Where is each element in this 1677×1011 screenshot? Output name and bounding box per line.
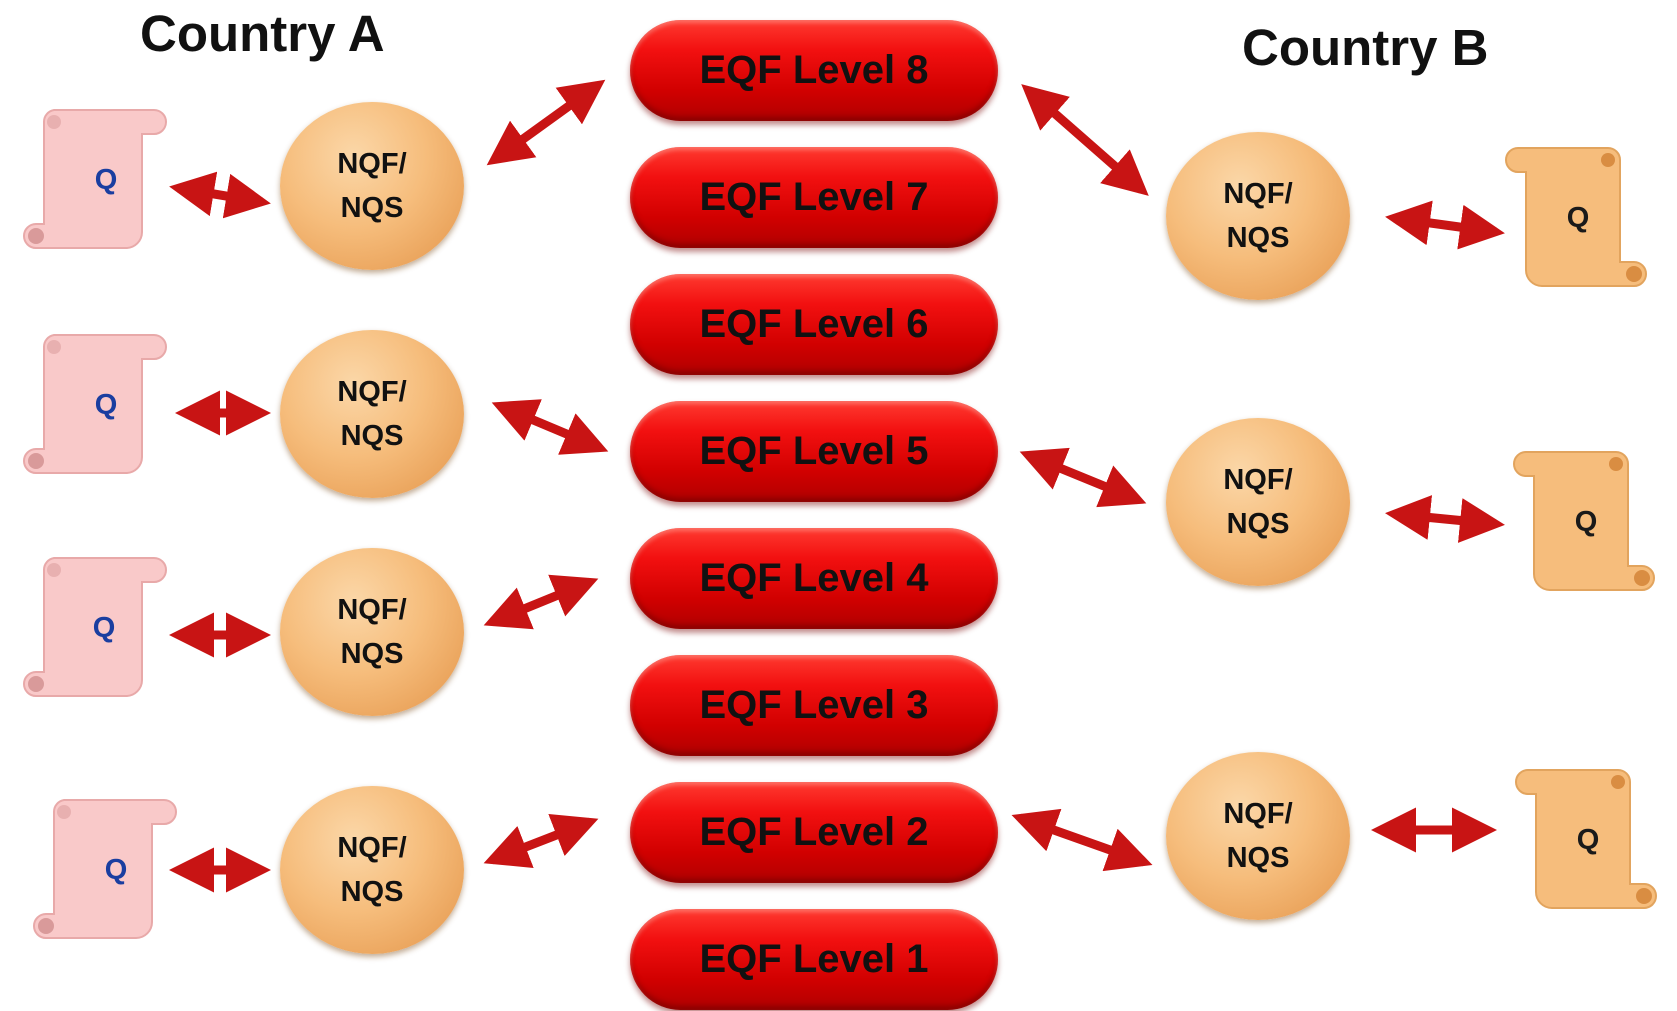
nqf-label-line2: NQS xyxy=(340,876,404,908)
country-a-title: Country A xyxy=(140,5,385,62)
nqf-label-line2: NQS xyxy=(1226,222,1290,254)
arrow-a1-q-nqf xyxy=(169,171,271,219)
scroll-icon xyxy=(33,799,177,939)
country-a-qualification-4: Q xyxy=(24,790,184,950)
qualification-label: Q xyxy=(94,388,118,421)
nqf-label-line2: NQS xyxy=(1226,508,1290,540)
arrow-a3-nqf-eqf4 xyxy=(483,574,599,630)
scroll-icon xyxy=(23,109,167,249)
arrow-b2-eqf5-nqf xyxy=(1019,447,1147,508)
nqf-label-line1: NQF/ xyxy=(337,594,407,626)
country-a-nqf-2: NQF/NQS xyxy=(280,330,464,498)
scroll-icon xyxy=(23,334,167,474)
arrow-a2-nqf-eqf5 xyxy=(491,399,609,455)
nqf-label-line2: NQS xyxy=(340,638,404,670)
nqf-label-line1: NQF/ xyxy=(1223,464,1293,496)
country-b-qualification-1: Q xyxy=(1498,138,1658,298)
eqf-level-1: EQF Level 1 xyxy=(630,909,998,1010)
country-b-qualification-2: Q xyxy=(1506,442,1666,602)
nqf-label-line1: NQF/ xyxy=(337,376,407,408)
arrow-b1-nqf-q xyxy=(1385,200,1505,250)
arrow-b3-eqf2-nqf xyxy=(1011,808,1153,872)
qualification-label: Q xyxy=(92,611,116,644)
qualification-label: Q xyxy=(94,163,118,196)
nqf-label-line2: NQS xyxy=(340,192,404,224)
country-b-nqf-3: NQF/NQS xyxy=(1166,752,1350,920)
qualification-label: Q xyxy=(1576,823,1600,856)
nqf-label-line2: NQS xyxy=(1226,842,1290,874)
qualification-label: Q xyxy=(1574,505,1598,538)
scroll-icon xyxy=(23,557,167,697)
arrow-b1-eqf8-nqf xyxy=(1021,84,1149,196)
country-b-title: Country B xyxy=(1242,19,1489,76)
arrow-b2-nqf-q xyxy=(1385,495,1505,543)
eqf-level-4: EQF Level 4 xyxy=(630,528,998,629)
scroll-icon xyxy=(1505,147,1647,287)
country-a-qualification-3: Q xyxy=(14,548,174,708)
country-b-nqf-2: NQF/NQS xyxy=(1166,418,1350,586)
eqf-level-3: EQF Level 3 xyxy=(630,655,998,756)
nqf-label-line1: NQF/ xyxy=(1223,178,1293,210)
scroll-icon xyxy=(1515,769,1657,909)
scroll-icon xyxy=(1513,451,1655,591)
eqf-level-7: EQF Level 7 xyxy=(630,147,998,248)
nqf-label-line1: NQF/ xyxy=(337,148,407,180)
eqf-level-6: EQF Level 6 xyxy=(630,274,998,375)
country-a-nqf-1: NQF/NQS xyxy=(280,102,464,270)
country-a-nqf-4: NQF/NQS xyxy=(280,786,464,954)
qualification-label: Q xyxy=(104,853,128,886)
arrow-a1-nqf-eqf8 xyxy=(486,79,606,166)
eqf-level-8: EQF Level 8 xyxy=(630,20,998,121)
nqf-label-line2: NQS xyxy=(340,420,404,452)
nqf-label-line1: NQF/ xyxy=(337,832,407,864)
eqf-level-5: EQF Level 5 xyxy=(630,401,998,502)
country-b-qualification-3: Q xyxy=(1508,760,1668,920)
arrow-a4-nqf-eqf2 xyxy=(483,814,599,868)
qualification-label: Q xyxy=(1566,201,1590,234)
nqf-label-line1: NQF/ xyxy=(1223,798,1293,830)
country-a-qualification-1: Q xyxy=(14,100,174,260)
country-b-nqf-1: NQF/NQS xyxy=(1166,132,1350,300)
country-a-qualification-2: Q xyxy=(14,325,174,485)
country-a-nqf-3: NQF/NQS xyxy=(280,548,464,716)
eqf-level-2: EQF Level 2 xyxy=(630,782,998,883)
